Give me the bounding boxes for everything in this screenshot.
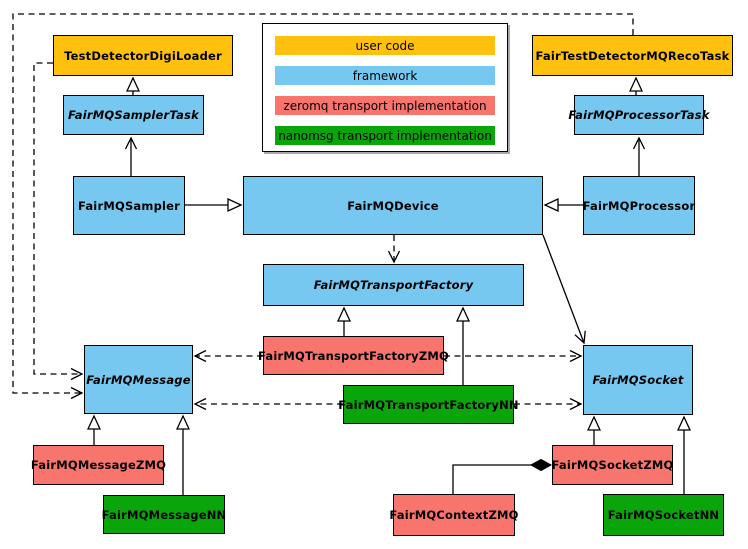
edge-recotask-to-message-dashed — [12, 13, 634, 400]
class-fairmqsamplertask: FairMQSamplerTask — [63, 95, 204, 135]
legend-item-user-code: user code — [275, 36, 495, 55]
class-fairmqprocessortask: FairMQProcessorTask — [568, 95, 709, 135]
edge-device-to-socket — [542, 234, 586, 345]
legend-item-zeromq: zeromq transport implementation — [275, 96, 495, 115]
legend: user code framework zeromq transport imp… — [262, 23, 508, 152]
class-fairmqsocketnn: FairMQSocketNN — [603, 494, 724, 536]
class-fairmqtransportfactorynn: FairMQTransportFactoryNN — [338, 385, 519, 424]
class-testdetectordigiloader: TestDetectorDigiLoader — [53, 35, 233, 76]
class-fairmqdevice: FairMQDevice — [243, 176, 543, 235]
class-fairmqmessagenn: FairMQMessageNN — [102, 495, 226, 534]
class-fairmqsampler: FairMQSampler — [73, 176, 185, 235]
class-fairmqsocketzmq: FairMQSocketZMQ — [552, 445, 673, 485]
edge-contextzmq-to-socketzmq-composition — [452, 458, 553, 494]
legend-item-nanomsg: nanomsg transport implementation — [275, 126, 495, 145]
legend-item-framework: framework — [275, 66, 495, 85]
class-fairmqmessage: FairMQMessage — [84, 345, 193, 414]
class-fairmqtransportfactoryzmq: FairMQTransportFactoryZMQ — [258, 336, 449, 375]
class-fairmqsocket: FairMQSocket — [583, 345, 693, 415]
class-fairmqtransportfactory: FairMQTransportFactory — [263, 264, 524, 306]
class-fairtestdetectormqrecotask: FairTestDetectorMQRecoTask — [532, 35, 733, 76]
class-fairmqmessagezmq: FairMQMessageZMQ — [31, 445, 166, 485]
class-fairmqcontextzmq: FairMQContextZMQ — [389, 494, 518, 536]
class-fairmqprocessor: FairMQProcessor — [583, 176, 695, 235]
